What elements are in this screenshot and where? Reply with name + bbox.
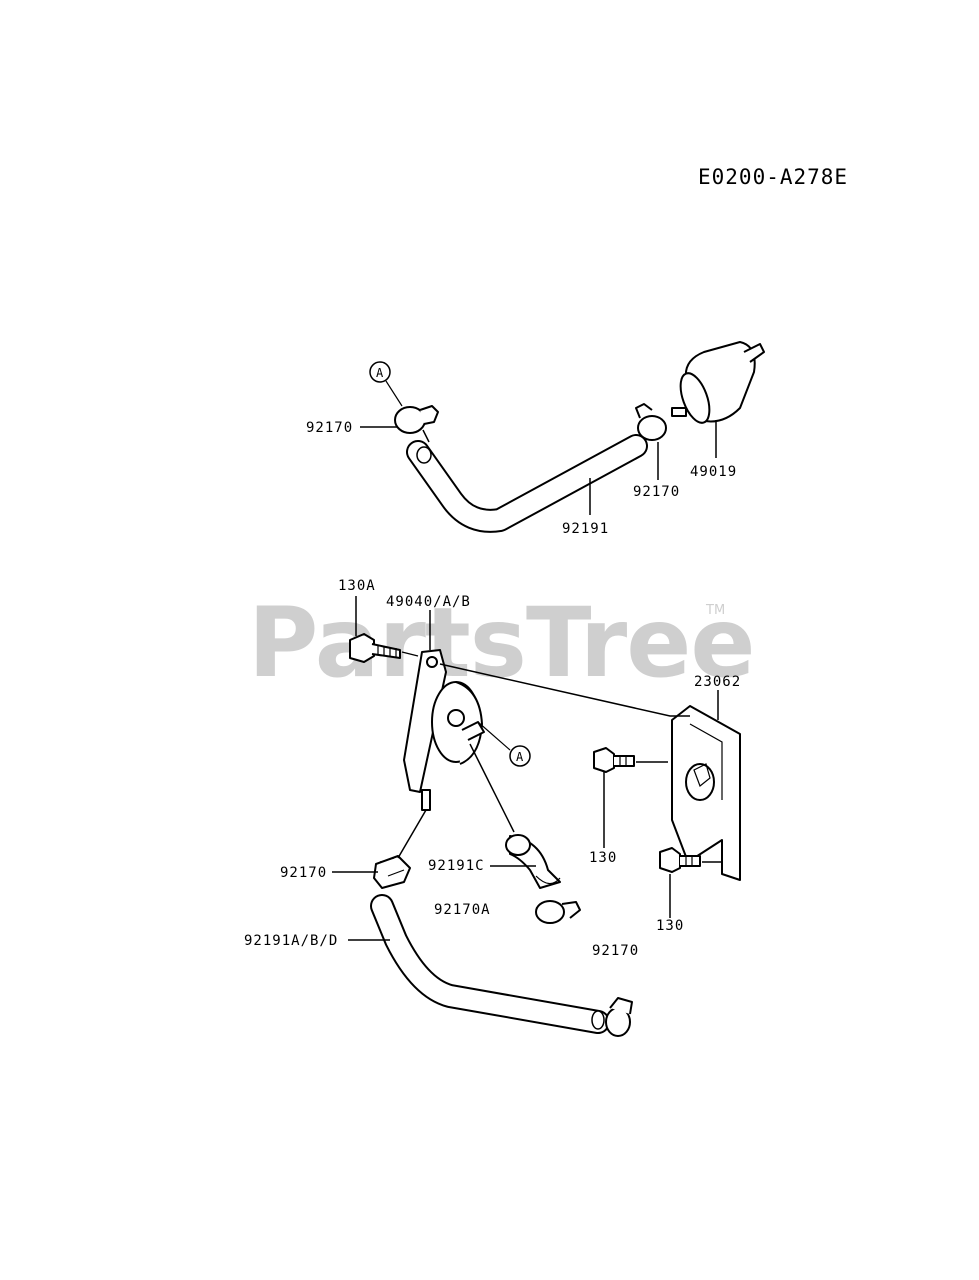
bolt-130-lower [659, 847, 701, 873]
callout-a-pump: A [477, 721, 531, 767]
label-bracket-23062: 23062 [694, 674, 741, 690]
label-clamp-92170a: 92170A [434, 902, 491, 918]
fuel-filter [671, 341, 765, 424]
leader-pump-to-clamp [397, 809, 427, 859]
hose-clamp-top-right [635, 403, 667, 441]
label-clamp-92170-top-right: 92170 [633, 484, 680, 500]
label-clamp-92170-left: 92170 [280, 865, 327, 881]
hose-clamp-92170a [535, 900, 581, 924]
svg-text:A: A [516, 750, 524, 764]
leader-pump-to-bracket [439, 663, 690, 717]
hose-clamp-bottom [605, 997, 633, 1037]
fuel-pump [403, 649, 485, 811]
label-hose-92191c: 92191C [428, 858, 485, 874]
label-fuel-pump-49040: 49040/A/B [386, 594, 471, 610]
label-clamp-92170-bottom: 92170 [592, 943, 639, 959]
fuel-hose-elbow [505, 834, 561, 889]
leader-bolt-130a-axis [401, 651, 419, 657]
parts-tree-watermark: PartsTree [248, 587, 754, 699]
leader-pump-to-elbow [469, 743, 515, 833]
fuel-hose-bottom [370, 894, 610, 1034]
hose-clamp-top-left [394, 405, 439, 443]
trademark-mark: TM [705, 603, 725, 618]
diagram-code: E0200-A278E [698, 165, 848, 189]
label-clamp-92170-top-left: 92170 [306, 420, 353, 436]
label-bolt-130-lower: 130 [656, 918, 684, 934]
label-bolt-130-upper: 130 [589, 850, 617, 866]
bolt-130-upper [593, 747, 635, 773]
pump-bracket [671, 705, 741, 881]
fuel-hose-top [406, 434, 648, 533]
label-hose-92191abd: 92191A/B/D [244, 933, 338, 949]
callout-a-top: A [369, 361, 403, 407]
label-fuel-filter-49019: 49019 [690, 464, 737, 480]
bolt-130a [349, 633, 401, 663]
label-bolt-130a: 130A [338, 578, 376, 594]
hose-clamp-left [373, 855, 411, 889]
svg-text:A: A [376, 366, 384, 380]
label-hose-92191: 92191 [562, 521, 609, 537]
